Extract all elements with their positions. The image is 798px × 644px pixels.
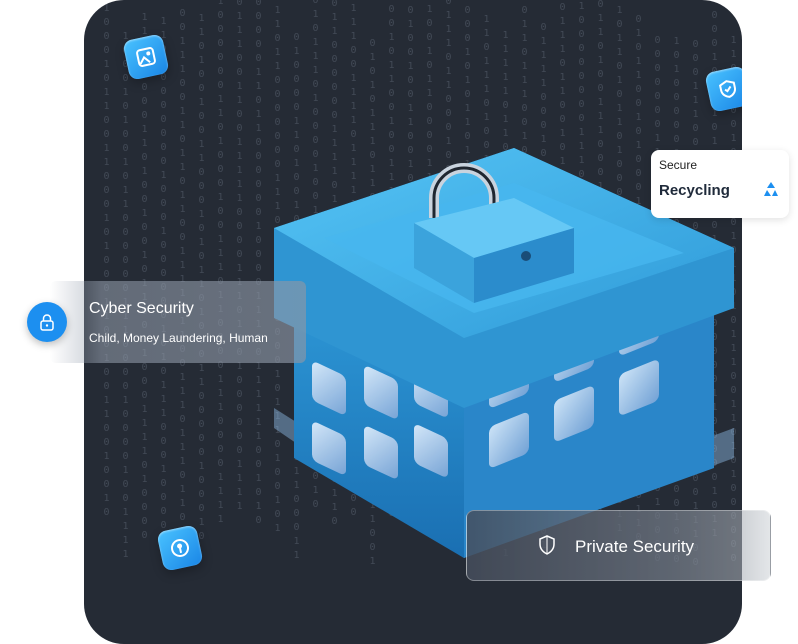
private-security-card: Private Security [466, 510, 771, 581]
private-security-label: Private Security [575, 537, 695, 556]
cyber-lock-badge [27, 302, 67, 342]
padlock-icon [40, 314, 54, 331]
binary-column: 11100000110100100101100110001111010000 [139, 12, 150, 544]
recycling-label: Recycling [659, 182, 730, 199]
binary-column: 10111001100111110000111010010000001111 [234, 0, 245, 515]
binary-column: 00111001101101100111111100111011101100 [177, 8, 188, 540]
keyhole-icon [170, 539, 189, 558]
cyber-security-subtitle: Child, Money Laundering, Human [89, 331, 268, 345]
cyber-security-card: Cyber Security Child, Money Laundering, … [50, 281, 306, 363]
binary-column: 11010010011000101011010001100000100010 [196, 13, 207, 545]
cyber-security-title: Cyber Security [89, 300, 194, 317]
binary-column: 10000001101000100111011000011100001111 [215, 0, 226, 528]
secure-recycling-card: Secure Recycling [651, 150, 789, 218]
image-icon [136, 47, 156, 67]
secure-label: Secure [659, 158, 698, 172]
hero-panel: 01000101100110001010001100100110010010 10… [84, 0, 742, 644]
binary-column: 01000101100110001010001100100110010010 [101, 0, 112, 521]
image-badge [122, 33, 170, 81]
shield-icon [539, 535, 555, 555]
keyhole-badge [156, 524, 204, 572]
binary-column: 00000110110000001000011100111111001010 [253, 0, 264, 529]
security-cube-illustration [274, 148, 734, 558]
shield-check-icon [718, 80, 737, 98]
shield-badge [704, 65, 742, 113]
recycle-icon [764, 182, 778, 196]
